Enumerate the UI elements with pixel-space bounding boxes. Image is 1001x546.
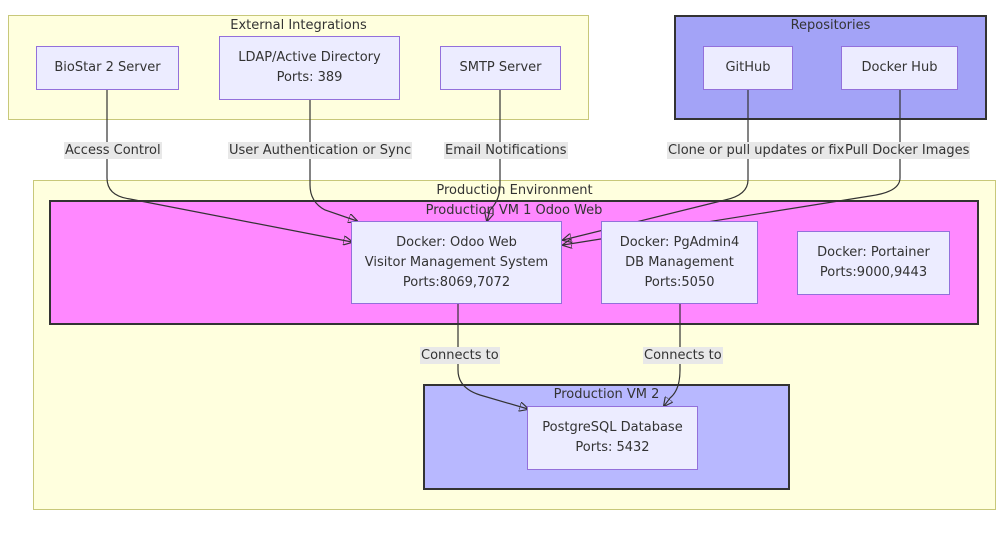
node-odoo-title: Docker: Odoo Web [396,234,517,250]
edge-email-notifications [487,90,501,221]
edge-pull-images [563,90,901,245]
node-ldap-ports: Ports: 389 [276,70,343,85]
node-biostar-server-label: BioStar 2 Server [54,60,161,75]
edge-user-authentication [309,100,357,221]
node-docker-hub-label: Docker Hub [861,60,938,75]
cluster-production-environment-title: Production Environment [436,183,593,198]
node-github[interactable]: GitHub [703,46,793,90]
node-docker-hub[interactable]: Docker Hub [841,46,958,90]
edge-label-clone-updates: Clone or pull updates or fix [667,142,846,159]
node-odoo-description: Visitor Management System [364,254,549,270]
node-smtp-server-label: SMTP Server [459,60,542,75]
cluster-production-vm2-title: Production VM 2 [553,387,660,402]
node-docker-pgadmin4[interactable]: Docker: PgAdmin4 DB Management Ports:505… [601,221,758,304]
cluster-repositories-title: Repositories [790,18,871,33]
node-postgres-ports: Ports: 5432 [575,440,650,455]
node-biostar-server[interactable]: BioStar 2 Server [36,46,179,90]
node-postgresql-database[interactable]: PostgreSQL Database Ports: 5432 [527,406,698,470]
edge-label-pull-images: Pull Docker Images [844,142,971,159]
edge-label-odoo-connects: Connects to [420,347,500,364]
edge-clone-updates [563,90,749,240]
edge-pgadmin-connects [664,304,681,406]
node-ldap-label: LDAP/Active Directory [238,50,381,65]
node-portainer-ports: Ports:9000,9443 [819,265,928,280]
cluster-production-vm1-title: Production VM 1 Odoo Web [425,203,603,218]
node-github-label: GitHub [725,60,771,75]
node-pgadmin-description: DB Management [625,254,734,270]
node-portainer-title: Docker: Portainer [817,245,930,260]
edge-label-user-authentication: User Authentication or Sync [228,142,413,159]
edge-odoo-connects [457,304,528,409]
node-smtp-server[interactable]: SMTP Server [440,46,561,90]
node-postgres-title: PostgreSQL Database [542,420,683,435]
edge-label-pgadmin-connects: Connects to [643,347,723,364]
edge-access-control [106,90,352,242]
node-docker-odoo-web[interactable]: Docker: Odoo Web Visitor Management Syst… [351,221,562,304]
node-pgadmin-title: Docker: PgAdmin4 [619,234,740,250]
node-ldap-active-directory[interactable]: LDAP/Active Directory Ports: 389 [219,36,400,100]
edge-label-access-control: Access Control [64,142,162,159]
cluster-external-integrations-title: External Integrations [230,18,367,33]
node-pgadmin-ports: Ports:5050 [644,274,715,290]
node-odoo-ports: Ports:8069,7072 [402,274,511,290]
node-docker-portainer[interactable]: Docker: Portainer Ports:9000,9443 [797,231,950,295]
edge-label-email-notifications: Email Notifications [444,142,568,159]
